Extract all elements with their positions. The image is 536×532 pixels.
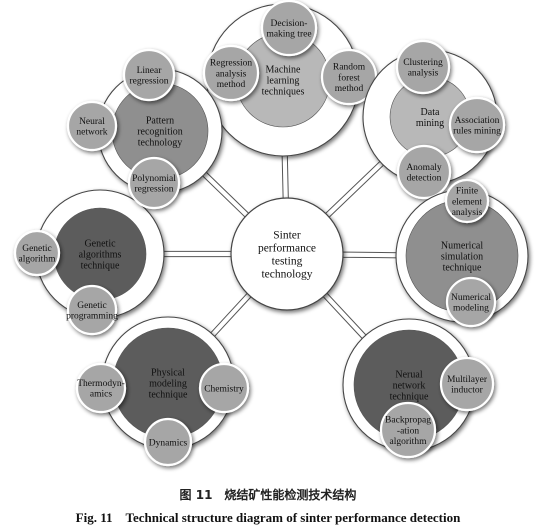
sub-circle [66,100,118,152]
spoke-physical-modeling [207,289,255,340]
sub-circle [127,156,181,210]
spoke-pattern-recognition [199,168,253,221]
sub-circle [122,48,176,102]
figure-caption-chinese: 图 11 烧结矿性能检测技术结构 [179,488,357,502]
sub-node-decision-making-tree: Decision-making tree [260,0,318,57]
sub-label: Decision-making tree [266,19,311,40]
sub-label: Thermodyn-amics [77,379,125,400]
sub-circle [66,284,118,336]
sub-circle [13,229,61,277]
spoke-data-mining [322,157,388,221]
sub-circle [444,178,490,224]
spoke-neural-network [319,289,370,343]
sub-circle [448,96,506,154]
sub-circle [439,356,495,412]
sub-circle [395,39,451,95]
center-circle [230,197,344,311]
sub-label: Chemistry [204,384,244,394]
figure-caption-english: Fig. 11 Technical structure diagram of s… [75,510,461,525]
sub-circle [379,401,437,459]
sub-node-thermodynamics: Thermodyn-amics [75,362,127,414]
sub-circle [260,0,318,57]
sub-node-chemistry: Chemistry [198,362,250,414]
sub-circle [143,417,193,467]
sub-circle [198,362,250,414]
sub-label: Dynamics [149,438,188,448]
spoke-numerical-simulation [338,251,401,259]
sub-circle [75,362,127,414]
sub-circle [202,44,260,102]
spoke-machine-learning [281,151,289,203]
sub-node-dynamics: Dynamics [143,417,193,467]
sub-circle [396,144,452,200]
sub-circle [445,276,497,328]
spoke-genetic-algorithms [159,250,236,258]
